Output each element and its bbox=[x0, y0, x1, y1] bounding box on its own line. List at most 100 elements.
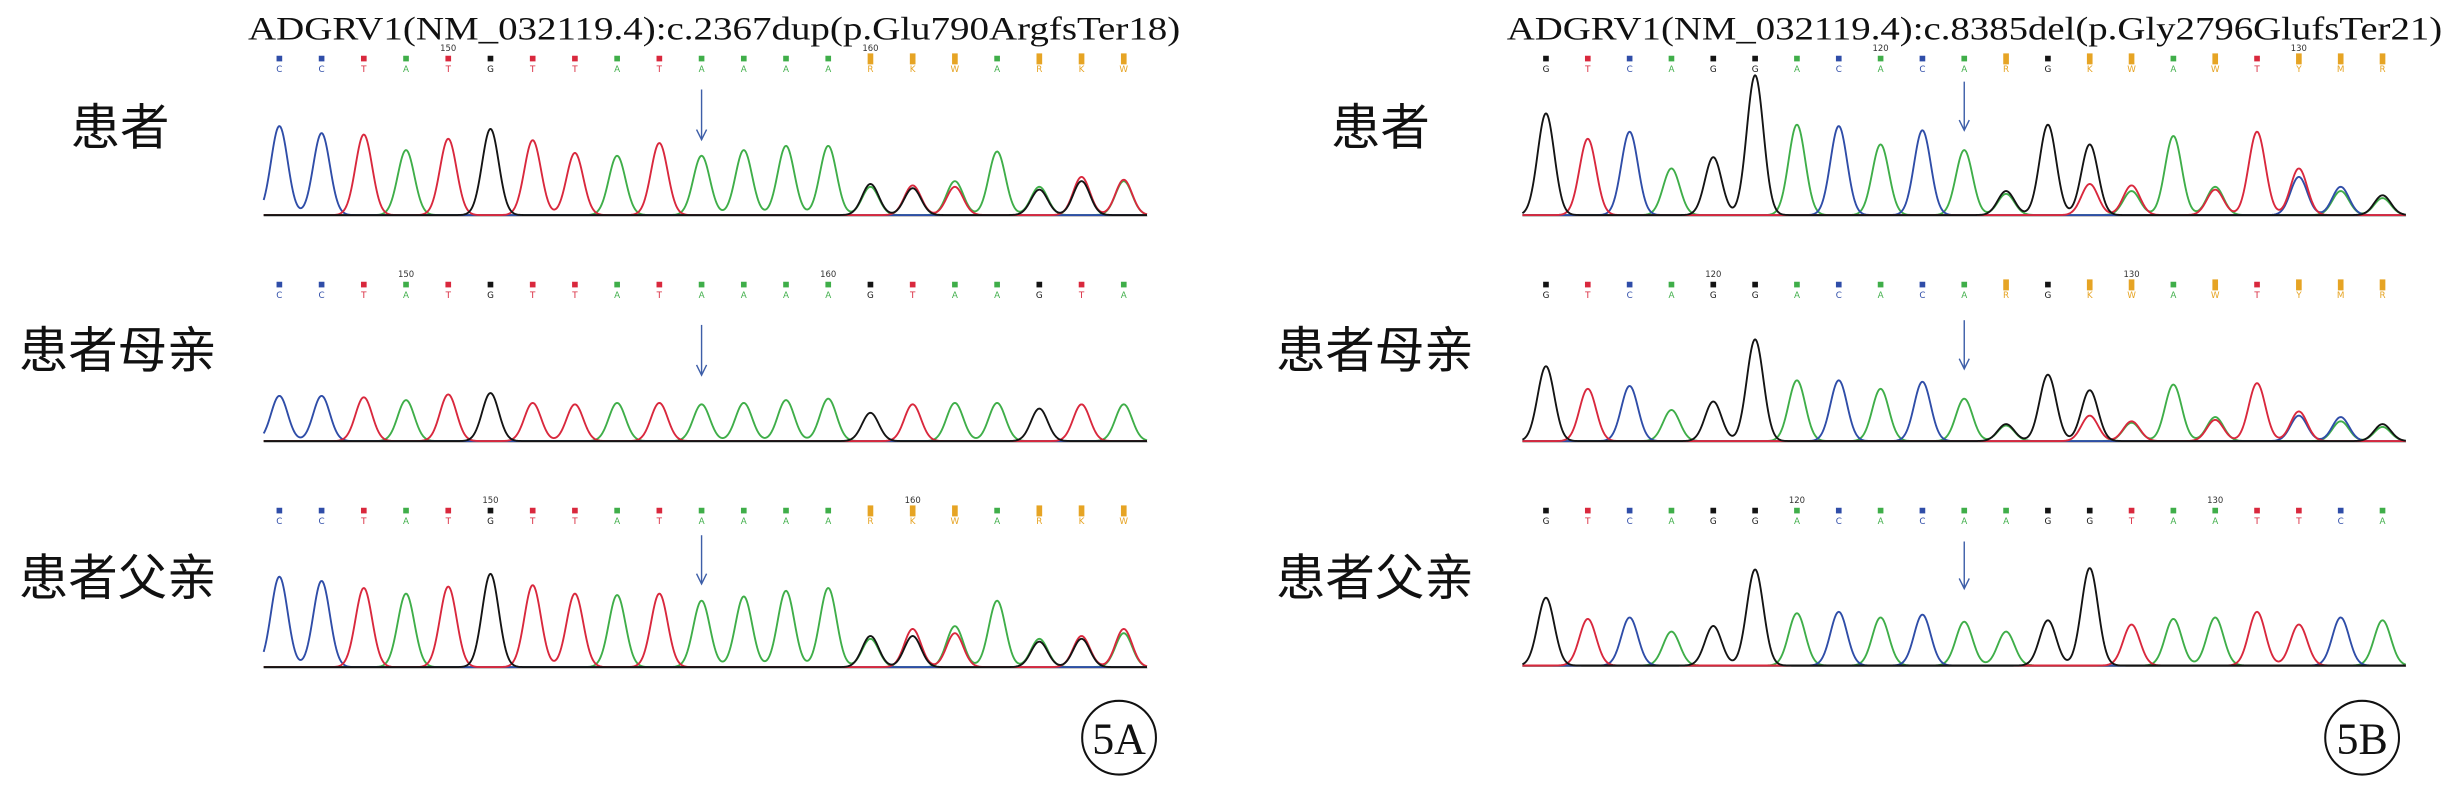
base-call-letter: C bbox=[319, 65, 325, 75]
trace-line-G bbox=[263, 127, 1148, 216]
variant-arrow bbox=[695, 535, 708, 586]
base-call-marker bbox=[1036, 281, 1043, 288]
base-call-letter: A bbox=[825, 291, 831, 301]
base-call-marker bbox=[2296, 53, 2302, 65]
base-call-letter: A bbox=[1961, 517, 1967, 527]
base-call-marker bbox=[1584, 281, 1591, 288]
base-call-marker bbox=[2379, 279, 2386, 291]
base-call-letter: T bbox=[1584, 291, 1591, 301]
base-call-marker bbox=[2003, 53, 2009, 65]
base-call-marker bbox=[2045, 507, 2051, 514]
trace-line-T bbox=[1522, 130, 2406, 216]
variant-arrow bbox=[695, 89, 708, 142]
base-call-marker bbox=[740, 507, 747, 514]
trace-line-A bbox=[263, 397, 1148, 442]
base-call-letter: R bbox=[2379, 65, 2385, 75]
base-call-letter: G bbox=[1710, 517, 1717, 527]
base-call-marker bbox=[529, 281, 536, 288]
base-call-marker bbox=[656, 507, 663, 514]
base-call-marker bbox=[783, 507, 789, 514]
base-call-marker bbox=[1078, 505, 1085, 517]
base-call-letter: T bbox=[1584, 517, 1591, 527]
base-call-marker bbox=[2254, 55, 2260, 62]
base-call-letter: Y bbox=[2295, 291, 2302, 301]
base-call-marker bbox=[318, 281, 325, 288]
base-call-marker bbox=[1961, 55, 1968, 62]
base-call-marker bbox=[2337, 53, 2344, 65]
base-call-marker bbox=[2086, 279, 2093, 291]
track-label-mother: 患者母亲 bbox=[19, 321, 217, 379]
base-call-letter: T bbox=[909, 291, 916, 301]
base-call-letter: R bbox=[2003, 65, 2009, 75]
base-call-letter: G bbox=[1752, 517, 1759, 527]
base-call-letter: C bbox=[1836, 517, 1842, 527]
base-call-letter: T bbox=[656, 65, 663, 75]
panel-5b: ADGRV1(NM_032119.4):c.8385del(p.Gly2796G… bbox=[1276, 11, 2442, 776]
base-call-letter: C bbox=[1836, 65, 1842, 75]
base-call-letter: R bbox=[867, 517, 873, 527]
base-call-letter: A bbox=[741, 291, 747, 301]
base-call-letter: G bbox=[1710, 65, 1717, 75]
base-call-marker bbox=[656, 55, 663, 62]
base-call-letter: A bbox=[614, 517, 620, 527]
base-call-marker bbox=[614, 281, 620, 288]
base-call-letter: W bbox=[1119, 65, 1128, 75]
base-call-marker bbox=[445, 507, 452, 514]
base-call-letter: T bbox=[529, 291, 536, 301]
base-call-letter: A bbox=[1121, 291, 1127, 301]
base-call-letter: K bbox=[1079, 65, 1085, 75]
base-call-marker bbox=[1120, 53, 1127, 65]
base-call-marker bbox=[572, 55, 578, 62]
base-call-letter: T bbox=[656, 291, 663, 301]
base-call-marker bbox=[1961, 507, 1968, 514]
base-call-letter: T bbox=[529, 65, 536, 75]
position-label: 160 bbox=[820, 269, 836, 279]
base-call-letter: G bbox=[1036, 291, 1043, 301]
base-call-letter: A bbox=[2003, 517, 2009, 527]
base-call-marker bbox=[2086, 53, 2093, 65]
base-call-letter: C bbox=[1919, 65, 1925, 75]
base-call-marker bbox=[1543, 507, 1549, 514]
base-call-letter: A bbox=[994, 65, 1000, 75]
base-call-marker bbox=[1668, 281, 1675, 288]
base-call-marker bbox=[1710, 281, 1717, 288]
base-call-letter: A bbox=[783, 291, 789, 301]
base-call-marker bbox=[1961, 281, 1968, 288]
base-call-marker bbox=[1668, 507, 1675, 514]
base-call-marker bbox=[909, 505, 916, 517]
base-call-marker bbox=[2128, 53, 2135, 65]
base-call-marker bbox=[487, 281, 494, 288]
base-call-letter: A bbox=[2170, 65, 2176, 75]
base-call-letter: C bbox=[1627, 517, 1633, 527]
base-call-letter: G bbox=[1752, 65, 1759, 75]
base-call-letter: G bbox=[1710, 291, 1717, 301]
base-call-letter: G bbox=[2045, 517, 2052, 527]
base-call-letter: T bbox=[2253, 291, 2260, 301]
base-call-marker bbox=[276, 55, 283, 62]
base-call-marker bbox=[2212, 279, 2219, 291]
base-call-letter: T bbox=[360, 65, 367, 75]
base-call-marker bbox=[2296, 507, 2302, 514]
base-call-letter: C bbox=[2338, 517, 2344, 527]
base-call-letter: T bbox=[571, 65, 578, 75]
panel-label: 5B bbox=[2336, 714, 2387, 763]
base-call-letter: T bbox=[2253, 517, 2260, 527]
base-call-letter: T bbox=[2128, 517, 2135, 527]
base-call-marker bbox=[614, 55, 620, 62]
position-label: 130 bbox=[2207, 495, 2223, 505]
base-call-letter: A bbox=[2212, 517, 2218, 527]
track-label-patient: 患者 bbox=[1331, 98, 1430, 156]
base-call-marker bbox=[783, 55, 789, 62]
base-call-letter: T bbox=[529, 517, 536, 527]
position-label: 160 bbox=[905, 495, 921, 505]
base-call-letter: K bbox=[2087, 291, 2093, 301]
base-call-marker bbox=[487, 55, 494, 62]
base-call-letter: A bbox=[741, 517, 747, 527]
panel-label-circle bbox=[2324, 699, 2401, 776]
base-call-marker bbox=[783, 281, 789, 288]
trace-line-T bbox=[263, 133, 1148, 216]
